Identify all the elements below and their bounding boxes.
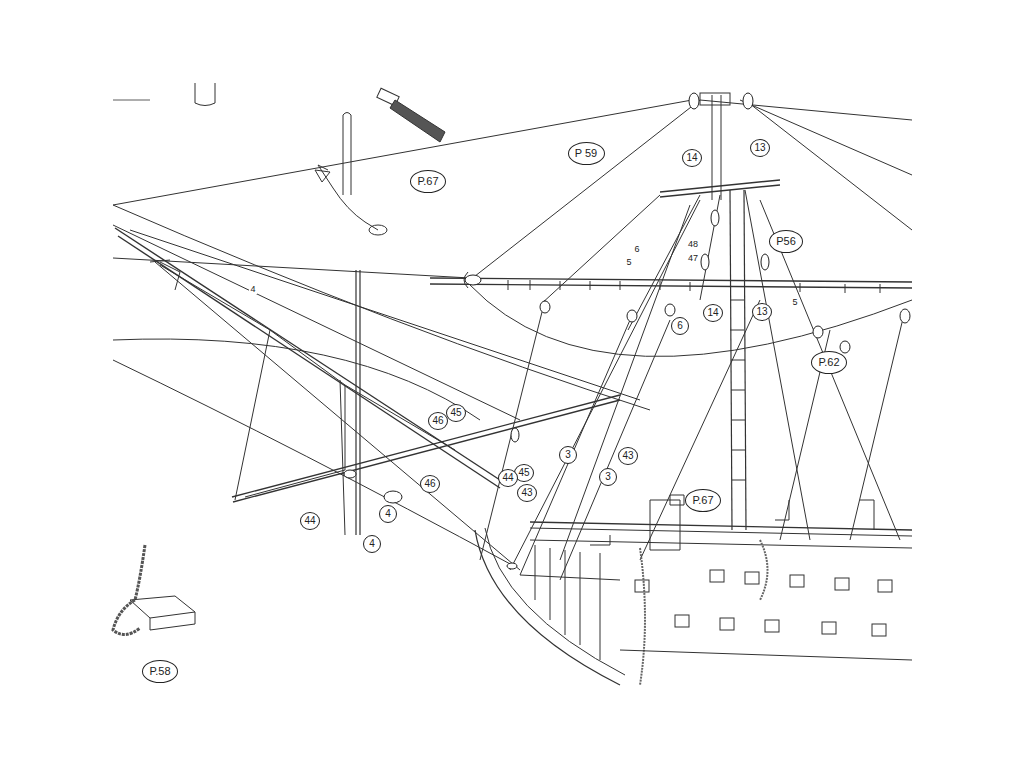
- callout-circle: P 59: [568, 142, 605, 165]
- callout-number: 13: [756, 307, 767, 317]
- callout-number: 43: [622, 451, 633, 461]
- callout-circle: 44: [300, 512, 320, 530]
- callout-circle: 13: [750, 139, 770, 157]
- callout-circle: 3: [559, 446, 577, 464]
- callout-circle: 13: [752, 303, 772, 321]
- callout-number: 14: [686, 153, 697, 163]
- callout-circle: P56: [769, 230, 803, 253]
- callout-circle: 6: [671, 317, 689, 335]
- callout-number: 13: [754, 143, 765, 153]
- callout-number: 46: [432, 416, 443, 426]
- callout-circle: 14: [703, 304, 723, 322]
- callout-circle: P.67: [685, 489, 721, 512]
- callout-circle: 4: [363, 535, 381, 553]
- callout-number: 45: [518, 468, 529, 478]
- callout-number: 44: [502, 473, 513, 483]
- callout-number: P.58: [149, 666, 170, 677]
- callout-number: 4: [385, 509, 391, 519]
- callout-circle: P.67: [410, 170, 446, 193]
- callout-circle: 46: [420, 475, 440, 493]
- callout-circle: 43: [517, 484, 537, 502]
- callout-circle: 14: [682, 149, 702, 167]
- callout-circle: P.62: [811, 351, 847, 374]
- callout-number: 3: [605, 472, 611, 482]
- callout-circle: 3: [599, 468, 617, 486]
- callout-number: 46: [424, 479, 435, 489]
- callout-circle: 4: [379, 505, 397, 523]
- callout-number: 5: [625, 258, 632, 267]
- callout-number: 47: [687, 254, 699, 263]
- callout-number: 4: [249, 285, 256, 294]
- callout-number: P.67: [692, 495, 713, 506]
- callout-number: 3: [565, 450, 571, 460]
- callout-number: P 59: [575, 148, 597, 159]
- callout-number: P.62: [818, 357, 839, 368]
- callout-number: 6: [633, 245, 640, 254]
- callout-circle: 43: [618, 447, 638, 465]
- callout-number: 6: [677, 321, 683, 331]
- callout-number: 5: [791, 298, 798, 307]
- callout-circle: 46: [428, 412, 448, 430]
- callout-number: 14: [707, 308, 718, 318]
- callout-number: 4: [369, 539, 375, 549]
- callout-number: 48: [687, 240, 699, 249]
- callout-circle: 45: [446, 404, 466, 422]
- callout-circle: P.58: [142, 660, 178, 683]
- callout-number: 45: [450, 408, 461, 418]
- callout-number: P.67: [417, 176, 438, 187]
- callout-number: P56: [776, 236, 796, 247]
- callout-number: 43: [521, 488, 532, 498]
- callout-circle: 44: [498, 469, 518, 487]
- callout-number: 44: [304, 516, 315, 526]
